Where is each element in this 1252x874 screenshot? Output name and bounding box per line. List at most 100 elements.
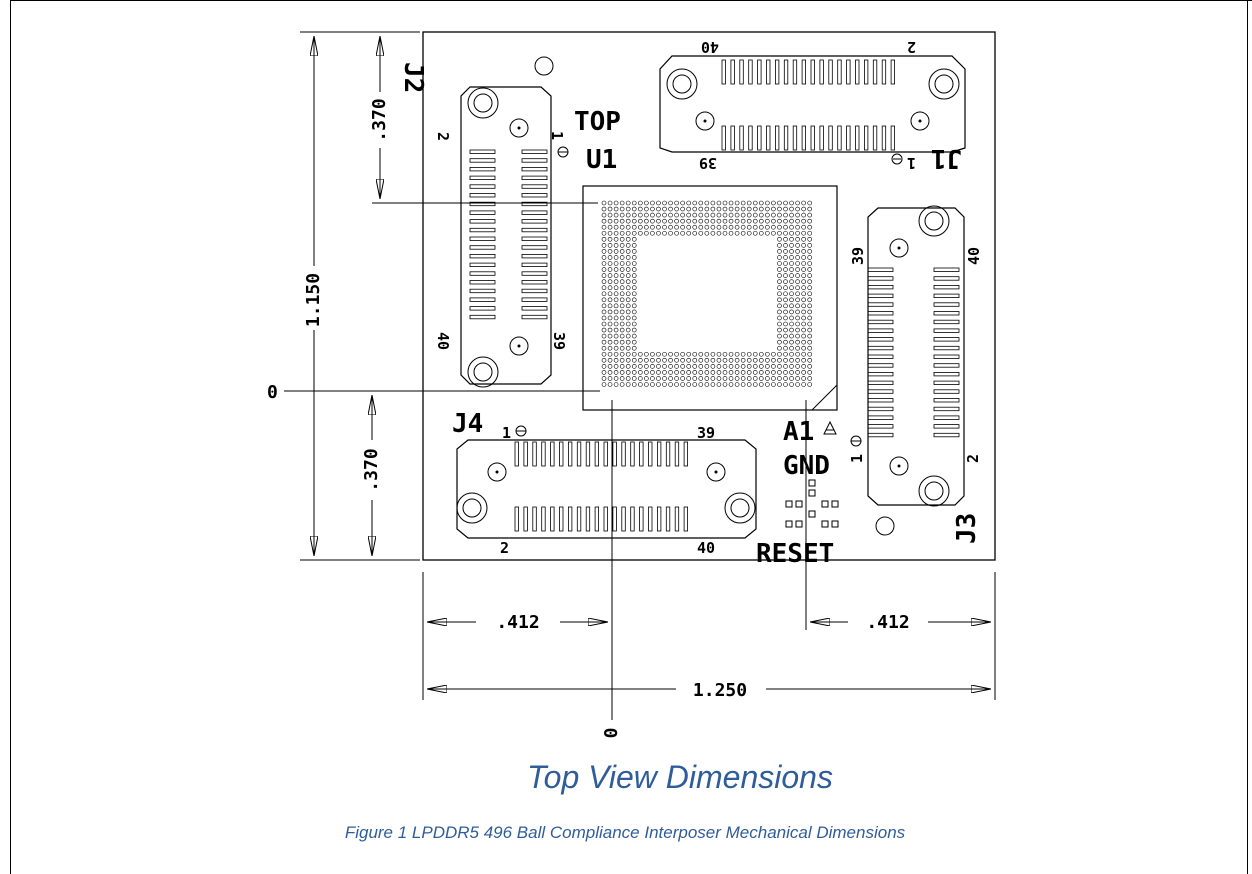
pin-pad [469, 288, 496, 294]
pin-pad [933, 284, 960, 290]
bga-ball [777, 303, 782, 309]
bga-ball [637, 357, 643, 363]
bga-ball [783, 370, 788, 375]
bga-ball [650, 357, 655, 363]
bga-ball [637, 218, 643, 224]
bga-ball [746, 364, 752, 369]
bga-ball [637, 230, 643, 236]
pin-pad [648, 506, 653, 532]
bga-ball [644, 382, 649, 387]
bga-ball [619, 255, 625, 260]
bga-ball [783, 297, 788, 303]
bga-ball [613, 279, 619, 284]
bga-ball [625, 273, 631, 278]
bga-ball [680, 382, 685, 387]
bga-ball [674, 230, 679, 236]
bga-ball [625, 206, 631, 212]
bga-ball [656, 224, 661, 230]
bga-ball [704, 370, 710, 375]
pin-pad [748, 59, 753, 85]
bga-ball [783, 243, 788, 248]
bga-ball [644, 364, 649, 369]
bga-ball [692, 200, 698, 206]
bga-ball [789, 273, 794, 278]
bga-ball [686, 364, 692, 369]
bga-ball [740, 364, 746, 369]
bga-ball [601, 237, 607, 242]
bga-ball [607, 285, 613, 291]
bga-ball [758, 224, 764, 230]
bga-ball [631, 364, 637, 369]
bga-ball [746, 376, 752, 381]
bga-ball [752, 206, 758, 212]
bga-ball [631, 255, 637, 260]
bga-ball [631, 200, 637, 206]
bga-ball [698, 382, 704, 387]
bga-ball [613, 224, 619, 230]
bga-ball [722, 364, 728, 369]
bga-ball [613, 309, 619, 315]
bga-ball [644, 200, 649, 206]
bga-ball [795, 297, 800, 303]
pin-label: 2 [907, 38, 916, 56]
bga-ball [680, 212, 685, 218]
bga-ball [789, 345, 794, 351]
pin-pad [521, 280, 548, 285]
bga-ball [795, 224, 800, 230]
pin-label: 40 [965, 247, 983, 265]
bga-ball [777, 382, 782, 387]
bga-ball [662, 357, 667, 363]
bga-ball [698, 357, 704, 363]
label-a1: A1 [783, 417, 814, 447]
bga-ball [801, 309, 806, 315]
bga-ball [601, 267, 607, 272]
bga-ball [674, 357, 679, 363]
bga-ball [740, 370, 746, 375]
bga-ball [631, 303, 637, 309]
bga-ball [631, 309, 637, 315]
u1-bga-footprint [582, 185, 838, 411]
bga-ball [758, 206, 764, 212]
bga-ball [613, 249, 619, 254]
bga-ball [783, 345, 788, 351]
pin-pad [665, 506, 671, 532]
bga-ball [619, 364, 625, 369]
bga-ball [668, 212, 673, 218]
bga-ball [771, 206, 776, 212]
bga-ball [704, 357, 710, 363]
pin-pad [469, 193, 496, 198]
bga-ball [613, 370, 619, 375]
pin-pad [612, 506, 617, 532]
pin-pad [872, 59, 878, 85]
bga-ball [631, 237, 637, 242]
bga-ball [783, 230, 788, 236]
bga-ball [710, 218, 716, 224]
bga-ball [680, 224, 685, 230]
bga-ball [668, 206, 673, 212]
bga-ball [807, 339, 813, 345]
pin-label: 1 [502, 424, 511, 442]
bga-ball [668, 357, 673, 363]
bga-ball [777, 261, 782, 266]
bga-ball [777, 364, 782, 369]
bga-ball [625, 382, 631, 387]
pin-pad [521, 201, 548, 207]
bga-ball [613, 230, 619, 236]
bga-ball [601, 255, 607, 260]
bga-ball [807, 303, 813, 309]
pin-pad [621, 441, 626, 467]
bga-ball [789, 376, 794, 381]
pin-pad [933, 267, 960, 272]
bga-ball [801, 273, 806, 278]
bga-ball [777, 327, 782, 333]
pin-pad [933, 371, 960, 377]
pin-pad [867, 319, 894, 325]
bga-ball [686, 212, 692, 218]
bga-ball [795, 291, 800, 297]
bga-ball [777, 357, 782, 363]
bga-ball [765, 370, 770, 375]
bga-ball [795, 382, 800, 387]
pin-pad [867, 424, 894, 429]
pin-label: 2 [500, 539, 509, 557]
pin-pad [933, 345, 960, 351]
